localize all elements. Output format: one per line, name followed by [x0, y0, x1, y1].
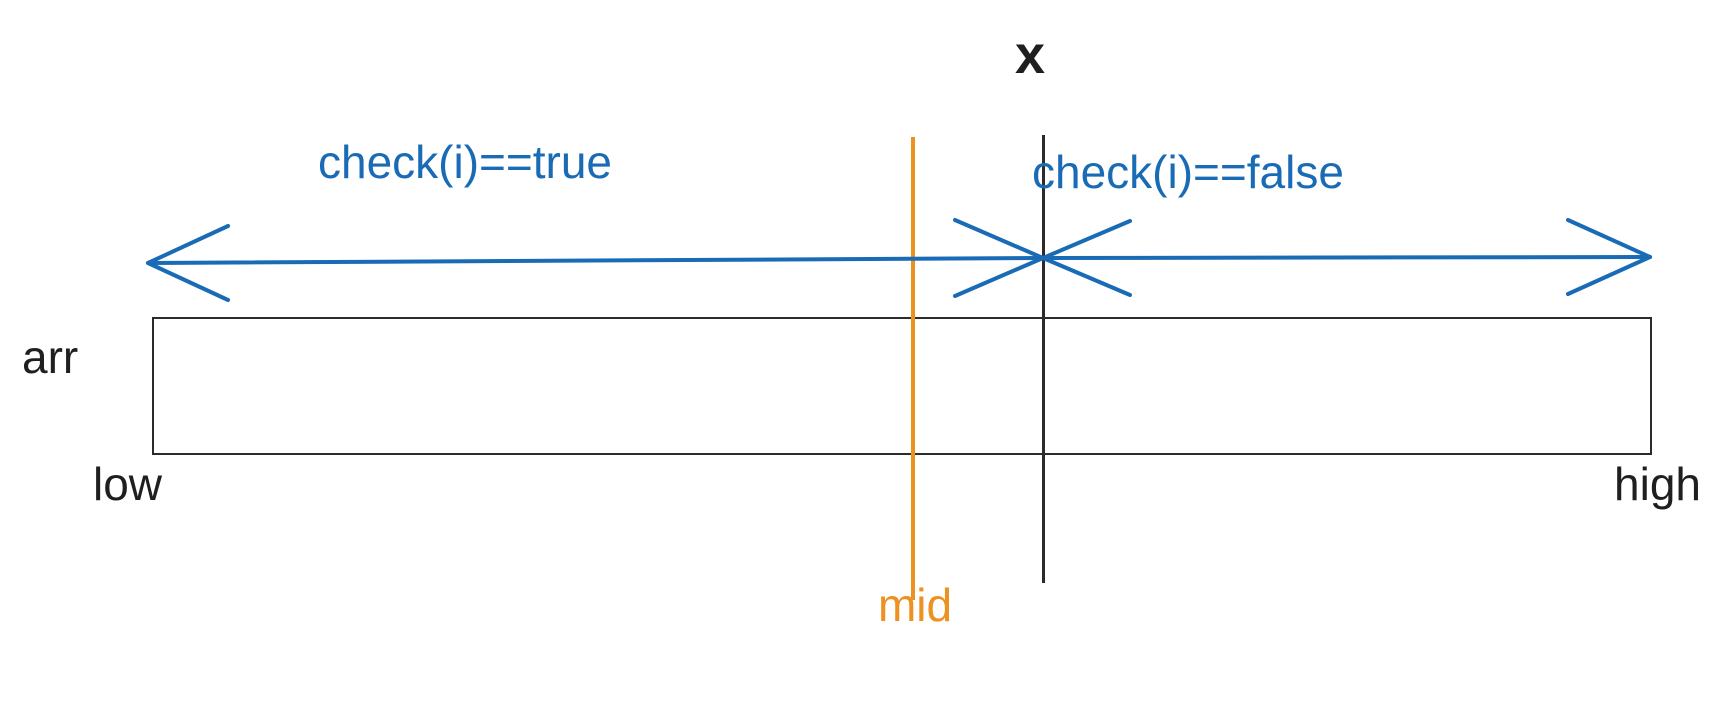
array-rectangle [152, 317, 1652, 455]
left-region-condition-label: check(i)==true [318, 136, 613, 188]
low-index-label: low [93, 458, 163, 510]
mid-marker-line [911, 137, 915, 600]
x-boundary-line [1042, 135, 1045, 583]
x-point-label: x [1015, 25, 1046, 85]
array-name-label: arr [22, 331, 79, 383]
right-region-condition-label: check(i)==false [1032, 146, 1344, 198]
mid-index-label: mid [877, 579, 953, 631]
left-region-arrow [146, 218, 1045, 302]
high-index-label: high [1614, 458, 1701, 510]
right-region-arrow [1041, 218, 1652, 297]
